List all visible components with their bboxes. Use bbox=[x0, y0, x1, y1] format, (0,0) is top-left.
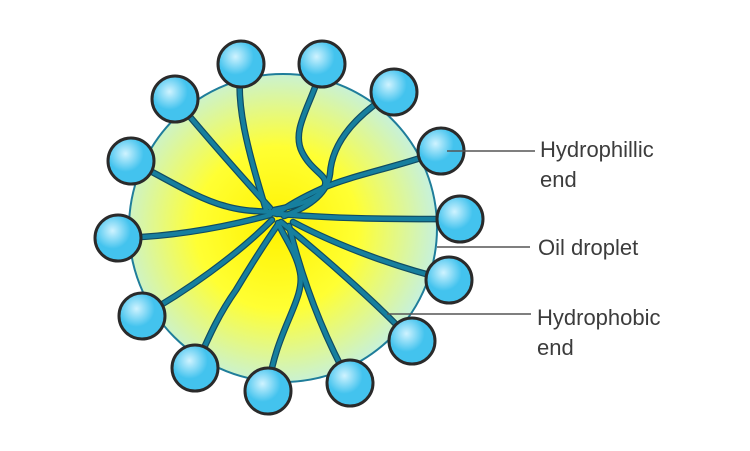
hydrophilic-head bbox=[117, 291, 167, 341]
hydrophilic-head bbox=[106, 136, 156, 186]
hydrophilic-head bbox=[369, 67, 419, 117]
hydrophobic-tail bbox=[192, 220, 282, 371]
hydrophilic-head bbox=[297, 39, 347, 89]
hydrophobic-tail bbox=[274, 148, 444, 217]
hydrophilic-head bbox=[424, 255, 474, 305]
leader-lines bbox=[387, 150, 535, 315]
hydrophilic-end-label-line-2: end bbox=[540, 167, 577, 192]
hydrophilic-end-label: Hydrophillic end bbox=[540, 135, 654, 195]
hydrophobic-tail bbox=[128, 158, 274, 215]
hydrophobic-end-label-line-1: Hydrophobic bbox=[537, 305, 661, 330]
hydrophobic-end-label: Hydrophobic end bbox=[537, 303, 661, 363]
hydrophilic-head bbox=[325, 358, 375, 408]
hydrophilic-head bbox=[435, 194, 485, 244]
oil-droplet-label: Oil droplet bbox=[538, 233, 638, 263]
hydrophilic-heads bbox=[93, 39, 485, 416]
hydrophilic-head bbox=[93, 213, 143, 263]
hydrophobic-tail bbox=[271, 61, 328, 213]
hydrophilic-head bbox=[170, 343, 220, 393]
hydrophilic-head bbox=[243, 366, 293, 416]
hydrophilic-head bbox=[387, 316, 437, 366]
hydrophilic-head bbox=[150, 74, 200, 124]
oil-droplet-label-text: Oil droplet bbox=[538, 235, 639, 260]
hydrophobic-tail bbox=[281, 89, 397, 219]
hydrophobic-tail bbox=[265, 220, 303, 394]
hydrophilic-end-label-line-1: Hydrophillic bbox=[540, 137, 654, 162]
hydrophilic-head bbox=[216, 39, 266, 89]
hydrophobic-end-label-line-2: end bbox=[537, 335, 574, 360]
